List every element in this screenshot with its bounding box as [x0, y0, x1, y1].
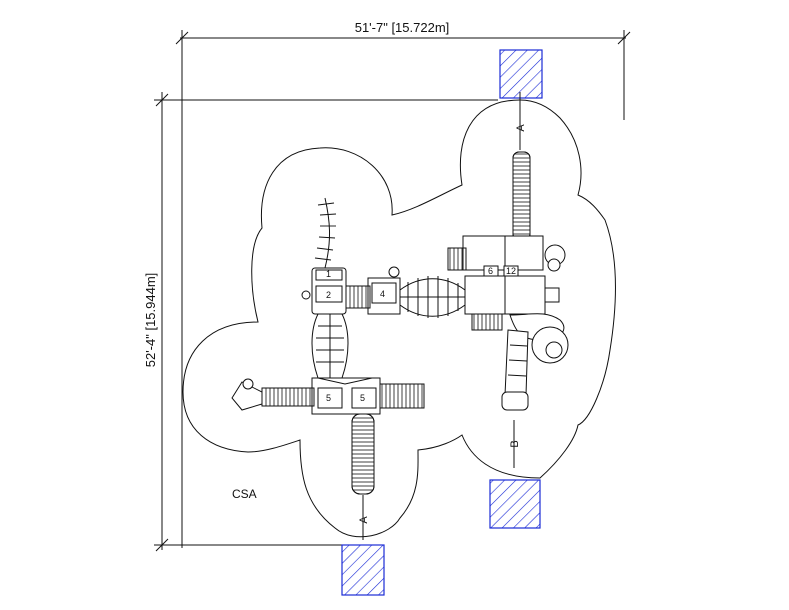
play-structure [231, 151, 569, 495]
deck-number-12: 12 [506, 266, 516, 276]
csa-label: CSA [232, 487, 257, 501]
section-label-a-top: A [515, 124, 527, 132]
deck-number-1: 1 [326, 269, 331, 279]
section-label-a-bottom: A [358, 516, 370, 524]
deck-number-2: 2 [326, 290, 331, 300]
deck-number-6: 6 [488, 266, 493, 276]
section-label-b: B [509, 440, 521, 447]
deck-number-5a: 5 [326, 393, 331, 403]
height-dimension-label: 52'-4" [15.944m] [143, 273, 158, 368]
width-dimension [175, 30, 631, 548]
height-dimension [154, 92, 498, 552]
deck-numbers: 1 2 4 5 5 6 12 [326, 266, 516, 403]
access-pad-right [489, 479, 541, 529]
deck-number-4: 4 [380, 289, 385, 299]
deck-number-5b: 5 [360, 393, 365, 403]
use-zone-outline [182, 99, 616, 538]
width-dimension-label: 51'-7" [15.722m] [355, 20, 450, 35]
access-pad-top [499, 49, 543, 99]
section-cut-lines [362, 92, 521, 540]
access-pad-bottom [341, 544, 385, 596]
